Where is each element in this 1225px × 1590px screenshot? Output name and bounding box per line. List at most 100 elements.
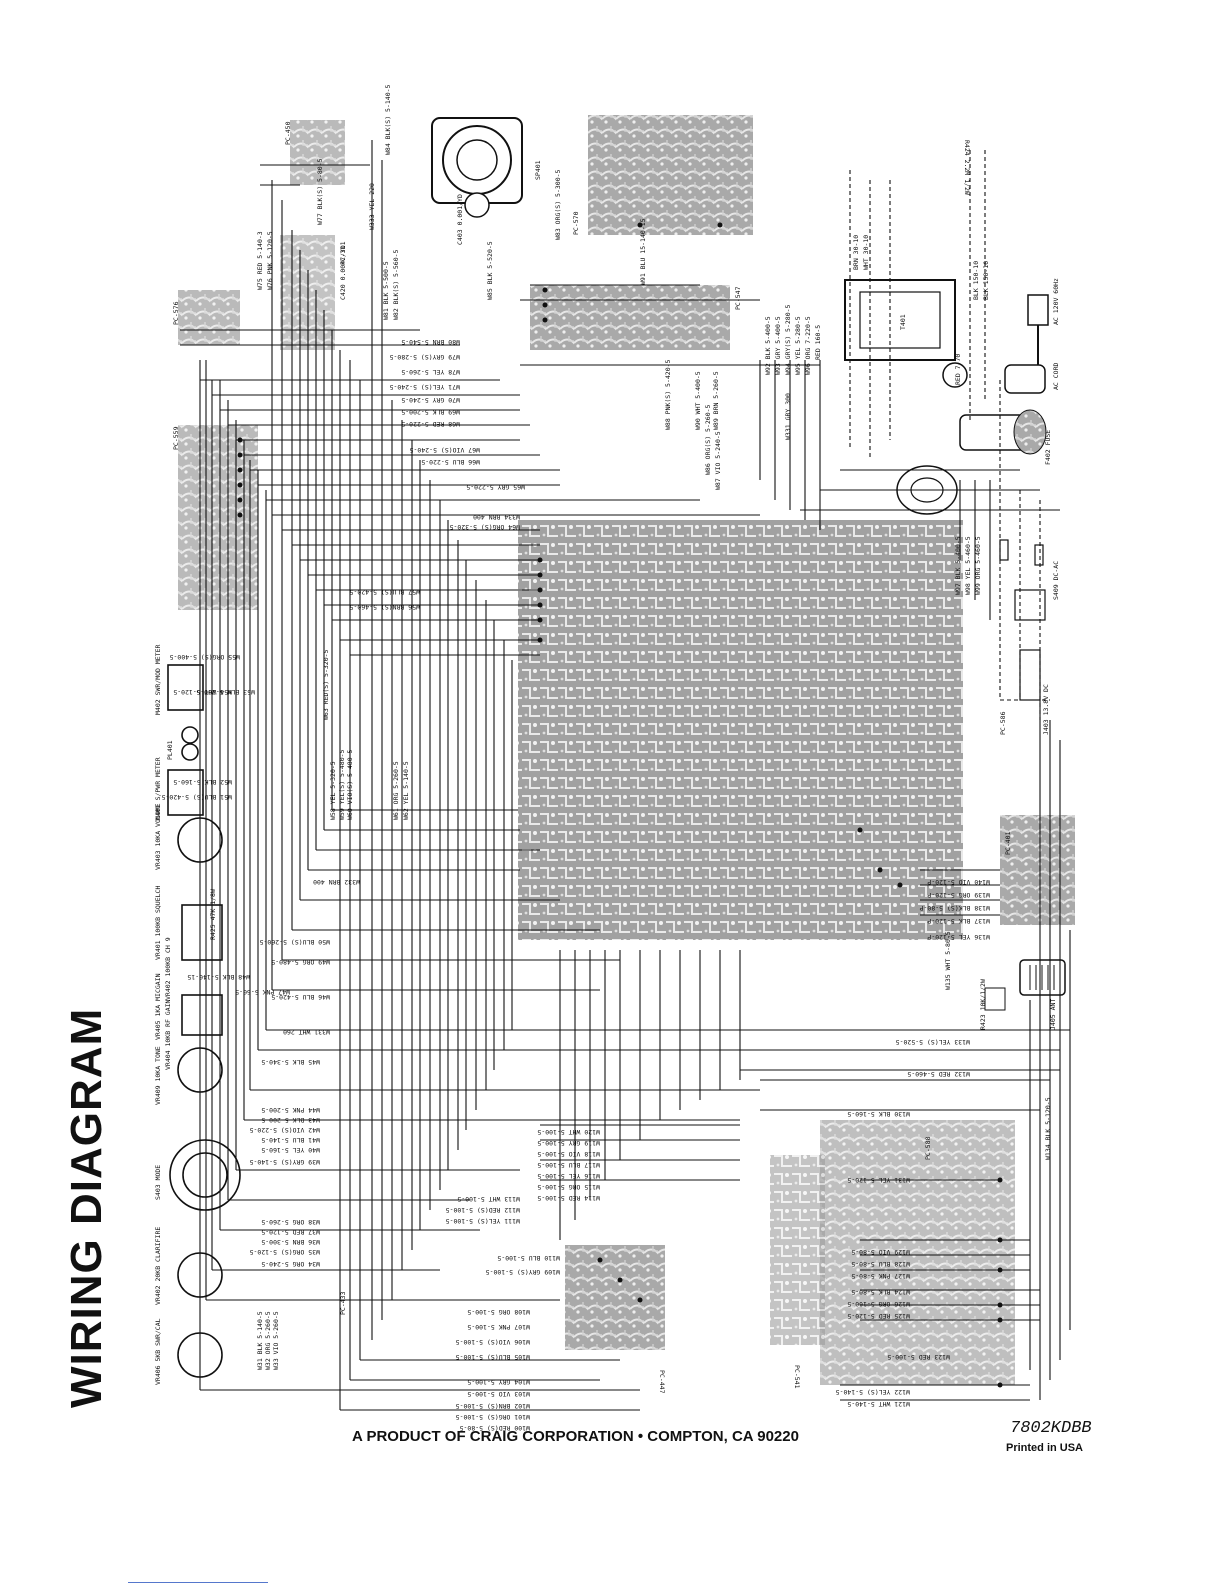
wire-label: W84 BLK(S) 5-140-5 xyxy=(384,84,392,155)
label-r424: R424 2.2M 1/2W xyxy=(963,140,971,195)
antenna-connector-j405 xyxy=(984,959,1066,1011)
connection-dots xyxy=(237,222,1003,1388)
label-vr404: VR404 10KB RF GAIN xyxy=(164,999,172,1070)
pc-576-board xyxy=(178,290,240,345)
wire-label: W32 ORG 5-260-5 xyxy=(264,1311,272,1370)
label-ac-120v: AC 120V 60Hz xyxy=(1052,278,1060,325)
mode-switch-s403 xyxy=(169,1139,241,1211)
fuse-f402 xyxy=(959,409,1047,455)
wire-label: W77 BLK(S) 5-80-5 xyxy=(316,158,324,225)
wire-label: W68 RED 5-220-5 xyxy=(401,420,460,428)
wire-label: W67 VIO(S) 5-240-5 xyxy=(409,446,480,454)
wire-label: W71 YEL(S) 5-240-5 xyxy=(389,383,460,391)
label-pc-588: PC-588 xyxy=(924,1136,932,1160)
wire-label: W99 ORG 5-460-5 xyxy=(974,536,982,595)
squelch-pot-vr401 xyxy=(181,904,223,961)
clarifier-pot-vr402 xyxy=(177,1252,223,1298)
rfgain-pot-vr404 xyxy=(181,994,223,1036)
wire-label: BRN 30-10 xyxy=(852,235,860,270)
wire-label: W31 BLK 5-140-5 xyxy=(256,1311,264,1370)
ac-plug xyxy=(1004,294,1049,394)
diagram-title: WIRING DIAGRAM xyxy=(62,1007,111,1408)
speaker-sp401 xyxy=(431,117,523,218)
wire-label: W65 GRY 5-220-5 xyxy=(466,483,525,491)
wire-label: W103 VIO 5-100-5 xyxy=(467,1390,530,1398)
wire-label: W121 WHT 5-140-5 xyxy=(847,1400,910,1408)
wire-label: W331 GRY 300 xyxy=(784,393,792,440)
wire-label: W69 BLK 5-200-5 xyxy=(401,408,460,416)
label-vr403: VR403 10KA VOLUME xyxy=(154,803,162,870)
wire-label: W140 VIO 5-120-P xyxy=(927,878,990,886)
wire-label: W46 BLU 5-420-5 xyxy=(271,993,330,1001)
wire-label: W33 VIO 5-260-5 xyxy=(272,1311,280,1370)
wire-label: W115 ORG 5-100-5 xyxy=(537,1183,600,1191)
pc-447-board xyxy=(565,1245,665,1350)
wire-label: W85 BLK 5-520-5 xyxy=(486,241,494,300)
wire-label: W51 BLU(S) 5-420-5 xyxy=(161,793,232,801)
wire-label: RED 160-5 xyxy=(814,325,822,360)
wire-label: W123 RED 5-100-5 xyxy=(887,1353,950,1361)
wire-label: W49 ORG 5-480-5 xyxy=(271,958,330,966)
wire-label: W80 BRN 5-540-5 xyxy=(401,338,460,346)
label-pc-541: PC-541 xyxy=(793,1365,801,1389)
pc-588-board xyxy=(820,1120,1015,1385)
wire-label: W86 ORG(S) 5-260-5 xyxy=(704,404,712,475)
volume-pot-vr403 xyxy=(177,817,223,863)
label-pc-586: PC-586 xyxy=(999,711,1007,735)
meter-m401 xyxy=(167,769,204,816)
label-vr406: VR406 5KB SWR/CAL xyxy=(154,1318,162,1385)
wire-label: W70 GRY 5-240-5 xyxy=(401,396,460,404)
wire-label: W127 PNK 5-80-5 xyxy=(851,1272,910,1280)
wire-label: W125 RED 5-120-5 xyxy=(847,1312,910,1320)
wire-label: W129 VIO 5-80-5 xyxy=(851,1248,910,1256)
wire-label: W133 YEL(S) 5-520-5 xyxy=(896,1038,970,1046)
label-vr401: VR401 100KB SQUELCH xyxy=(154,886,162,960)
label-j403: J403 13.8V DC xyxy=(1042,684,1050,735)
wire-label: W62 YEL 5-140-5 xyxy=(402,761,410,820)
label-pc-576: PC-576 xyxy=(172,301,180,325)
wire-label: W132 RED 5-460-5 xyxy=(907,1070,970,1078)
swrcal-pot-vr406 xyxy=(177,1332,223,1378)
label-pc-559: PC-559 xyxy=(172,426,180,450)
wire-label: W111 YEL(S) 5-100-5 xyxy=(446,1217,520,1225)
printed-in-label: Printed in USA xyxy=(1006,1442,1084,1454)
manufacturer-footer: A PRODUCT OF CRAIG CORPORATION • COMPTON… xyxy=(352,1428,799,1445)
wire-label: W35 ORG(S) 5-120-5 xyxy=(249,1248,320,1256)
wire-label: W105 BLU(S) 5-100-5 xyxy=(456,1353,530,1361)
wire-label: W94 GRY(S) 5-280-5 xyxy=(784,304,792,375)
wire-label: W39 GRY(S) 5-140-5 xyxy=(249,1158,320,1166)
wire-label: W100 RED(S) 5-80-5 xyxy=(459,1424,530,1432)
wire-label: W34 ORG 5-240-5 xyxy=(261,1260,320,1268)
wire-label: W138 BLK(S) 5-80-P xyxy=(919,904,990,912)
wire-label: W112 RED(S) 5-100-5 xyxy=(446,1206,520,1214)
label-vr402-ch9: VR402 100KB CH 9 xyxy=(164,937,172,1000)
wire-label: W118 VIO 5-100-5 xyxy=(537,1150,600,1158)
label-pc-401: PC-401 xyxy=(1004,831,1012,855)
wire-label: W54 WHT 5-120-5 xyxy=(173,688,232,696)
wire-label: W56 BRN(S) 5-460-5 xyxy=(349,603,420,611)
wire-label: W60 VIO(S) 5-480-5 xyxy=(346,749,354,820)
wire-label: W88 PNK(S) 5-420-5 xyxy=(664,359,672,430)
label-j405: J405 ANT xyxy=(1049,999,1057,1030)
wire-label: W83 ORG(S) 5-300-5 xyxy=(554,169,562,240)
wire-label: W113 WHT 5-100-5 xyxy=(457,1195,520,1203)
wire-label: W98 YEL 5-460-5 xyxy=(964,536,972,595)
label-pc-450: PC-450 xyxy=(284,121,292,145)
wire-label: W44 PNK 5-200-5 xyxy=(261,1106,320,1114)
wire-label: W52 BLK 5-160-5 xyxy=(173,778,232,786)
wire-label: W82 BLK(S) 5-560-5 xyxy=(392,249,400,320)
wire-label: W63 RED(S) 5-320-5 xyxy=(322,649,330,720)
wire-label: W120 WHT 5-100-5 xyxy=(537,1128,600,1136)
label-pc-547: PC-547 xyxy=(734,286,742,310)
wire-label: W109 GRY(S) 5-100-5 xyxy=(486,1268,560,1276)
label-vr402-clar: VR402 20KB CLARIFIRE xyxy=(154,1227,162,1305)
wire-label: W57 BLU(S) 5-420-5 xyxy=(349,588,420,596)
wire-label: W61 ORG 5-260-5 xyxy=(392,761,400,820)
wire-label: W53 BLK 5-200-5 xyxy=(196,688,255,696)
component-labels: PC-450 PC-311 PC-576 PC-559 SP401 C403 0… xyxy=(172,121,1060,1393)
pc-401-board xyxy=(1000,815,1075,925)
wire-label: W96 ORG 7-220-5 xyxy=(804,316,812,375)
pc-450-board xyxy=(290,120,345,185)
wire-label: W91 BLU 15-140-15 xyxy=(639,218,647,285)
wire-label: W114 RED 5-100-5 xyxy=(537,1194,600,1202)
